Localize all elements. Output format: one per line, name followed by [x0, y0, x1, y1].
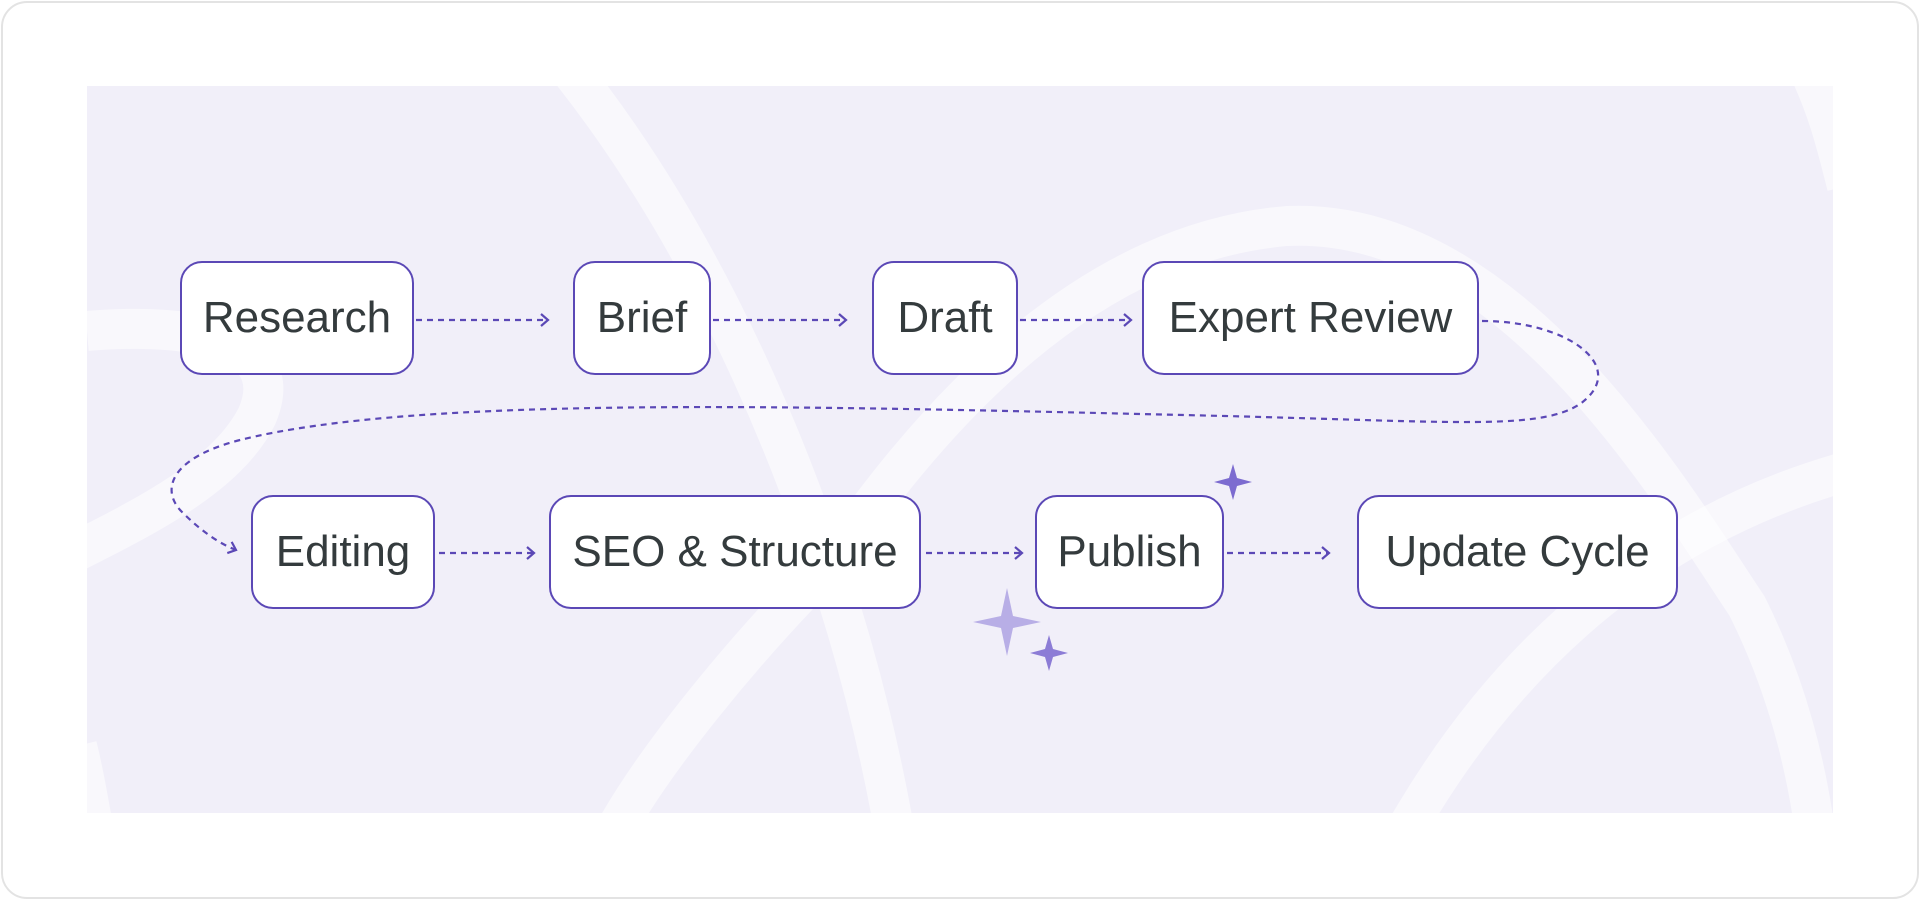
diagram-panel: [87, 86, 1833, 813]
node-brief: Brief: [573, 261, 711, 375]
sparkle-icon: [973, 588, 1041, 656]
node-label: SEO & Structure: [572, 527, 898, 576]
node-label: Research: [202, 293, 392, 342]
node-label: Brief: [596, 293, 688, 342]
node-research: Research: [180, 261, 414, 375]
node-label: Editing: [275, 527, 411, 576]
node-publish: Publish: [1035, 495, 1224, 609]
node-editing: Editing: [251, 495, 435, 609]
node-label: Expert Review: [1168, 293, 1453, 342]
node-draft: Draft: [872, 261, 1018, 375]
node-label: Draft: [897, 293, 993, 342]
sparkle-icon: [1214, 464, 1252, 500]
node-update-cycle: Update Cycle: [1357, 495, 1678, 609]
node-label: Update Cycle: [1385, 527, 1650, 576]
node-expert-review: Expert Review: [1142, 261, 1479, 375]
node-seo-structure: SEO & Structure: [549, 495, 921, 609]
node-label: Publish: [1057, 527, 1202, 576]
arrow-expert-review-editing: [170, 319, 1600, 555]
sparkle-icon: [1030, 635, 1068, 671]
